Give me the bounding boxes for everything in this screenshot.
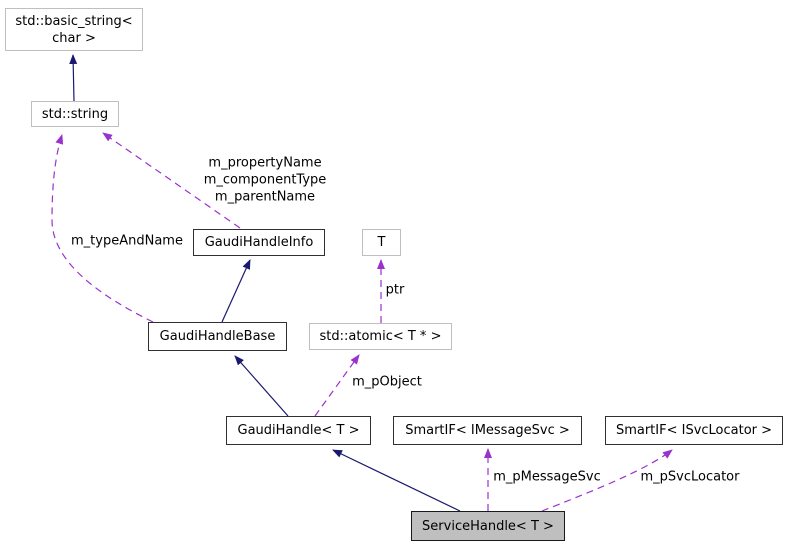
node-std-string: std::string bbox=[31, 101, 119, 127]
edge-handlebase-inherits-handleinfo bbox=[221, 259, 251, 323]
edge-handleinfo-uses-string bbox=[102, 132, 241, 229]
node-smartif-isvclocator[interactable]: SmartIF< ISvcLocator > bbox=[605, 416, 783, 445]
node-servicehandle: ServiceHandle< T > bbox=[411, 511, 565, 541]
node-gaudihandlebase[interactable]: GaudiHandleBase bbox=[148, 322, 287, 351]
edge-label-servicehandle-uses-imessagesvc: m_pMessageSvc bbox=[493, 469, 601, 485]
edge-handlebase-uses-string bbox=[51, 134, 154, 323]
edge-gaudihandle-inherits-handlebase bbox=[234, 355, 289, 417]
edge-servicehandle-inherits-gaudihandle bbox=[332, 449, 461, 512]
edge-label-atomic-uses-t: ptr bbox=[385, 282, 405, 298]
node-gaudihandleinfo[interactable]: GaudiHandleInfo bbox=[193, 229, 325, 256]
node-smartif-imessagesvc[interactable]: SmartIF< IMessageSvc > bbox=[393, 416, 582, 445]
edge-label-servicehandle-uses-isvclocator: m_pSvcLocator bbox=[640, 469, 740, 485]
edge-gaudihandle-uses-atomic bbox=[314, 354, 360, 417]
node-std-atomic: std::atomic< T * > bbox=[309, 323, 452, 350]
node-std-basic-string: std::basic_string< char > bbox=[5, 8, 143, 51]
node-gaudihandle[interactable]: GaudiHandle< T > bbox=[226, 416, 371, 445]
edge-label-handlebase-uses-string: m_typeAndName bbox=[71, 233, 183, 249]
edge-string-inherits-basic-string bbox=[69, 54, 78, 102]
node-t: T bbox=[362, 229, 401, 256]
edge-servicehandle-uses-isvclocator bbox=[541, 449, 673, 512]
edge-label-handleinfo-uses-string: m_propertyName m_componentType m_parentN… bbox=[203, 155, 327, 205]
edge-label-gaudihandle-uses-atomic: m_pObject bbox=[352, 374, 422, 390]
